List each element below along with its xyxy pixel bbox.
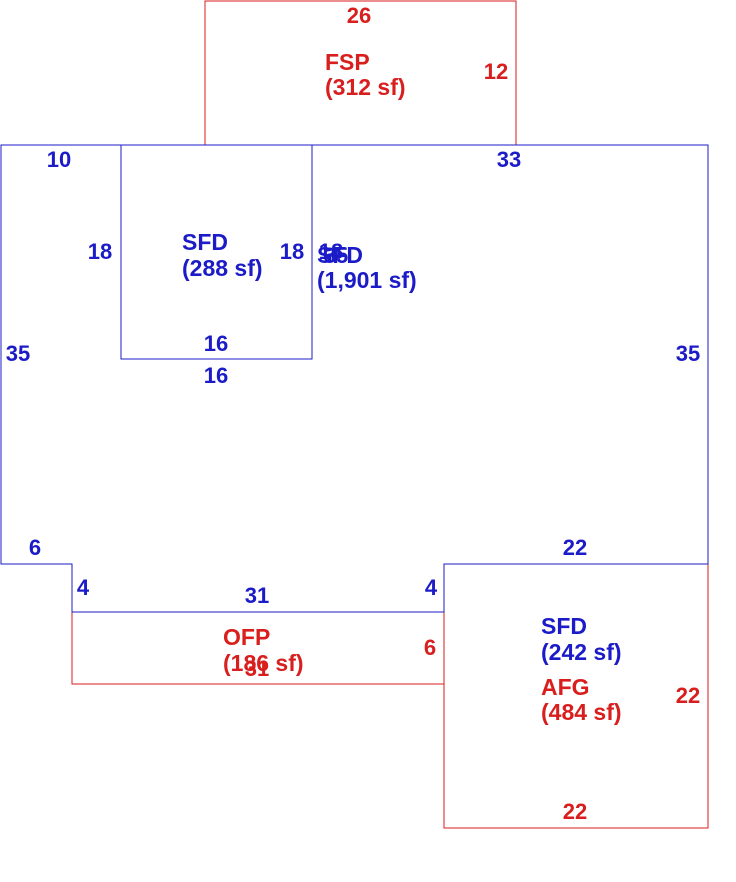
- sfd-upper-outline: [120, 144, 313, 360]
- ofp-code-label: OFP: [223, 624, 270, 650]
- ofp-area-label: (186 sf): [223, 650, 304, 676]
- dim-upper-right: 18: [280, 239, 304, 264]
- dim-afg-bottom: 22: [563, 799, 587, 824]
- dim-upper-left: 18: [88, 239, 112, 264]
- dim-fsp-top: 26: [347, 3, 371, 28]
- afg-area-label: (484 sf): [541, 699, 622, 725]
- red-outlines: [71, 0, 709, 829]
- dim-upper-bottom-inner: 16: [204, 331, 228, 356]
- dim-bottom-right-drop: 4: [425, 575, 438, 600]
- sfd-main-outline: [0, 144, 709, 613]
- sfd-garage-code-label: SFD: [541, 613, 587, 639]
- dim-upper-bottom-outer: 16: [204, 363, 228, 388]
- fsp-area-label: (312 sf): [325, 74, 406, 100]
- dim-garage-top: 22: [563, 535, 587, 560]
- afg-code-label: AFG: [541, 674, 590, 700]
- dim-main-center: 35: [324, 243, 348, 268]
- sfd-upper-area-label: (288 sf): [182, 255, 263, 281]
- dim-main-left: 35: [6, 341, 30, 366]
- afg-outline: [443, 564, 709, 829]
- sfd-garage-area-label: (242 sf): [541, 639, 622, 665]
- dim-main-top-left: 10: [47, 147, 71, 172]
- fsp-code-label: FSP: [325, 49, 370, 75]
- dim-bottom-mid: 31: [245, 583, 269, 608]
- fsp-outline: [204, 0, 517, 145]
- dim-upper-right-main: 18: [319, 239, 343, 264]
- blue-outlines: [0, 144, 709, 613]
- sfd-main-area-label: (1,901 sf): [317, 267, 417, 293]
- dim-afg-right: 22: [676, 683, 700, 708]
- dim-fsp-right: 12: [484, 59, 508, 84]
- dim-ofp-bottom: 31: [245, 656, 269, 681]
- dim-ofp-right: 6: [424, 635, 436, 660]
- dim-main-top-right: 33: [497, 147, 521, 172]
- ofp-outline: [71, 612, 444, 685]
- sfd-upper-code-label: SFD: [182, 229, 228, 255]
- dim-bottom-left-step: 6: [29, 535, 41, 560]
- dim-bottom-left-drop: 4: [77, 575, 90, 600]
- dim-main-right: 35: [676, 341, 700, 366]
- sfd-main-code-label: SFD: [317, 242, 363, 268]
